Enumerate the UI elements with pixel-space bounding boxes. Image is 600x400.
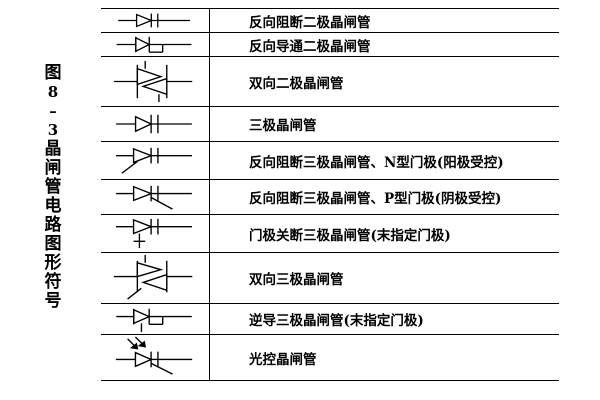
column-divider <box>209 9 210 32</box>
table-row: 门极关断三极晶闸管(末指定门极) <box>101 215 559 253</box>
bidirectional-diode-thyristor-icon <box>101 57 209 106</box>
table-row: 反向导通二极晶闸管 <box>101 33 559 57</box>
column-divider <box>209 180 210 214</box>
table-row: 反向阻断二极晶闸管 <box>101 8 559 33</box>
caption-char: 图 <box>44 63 62 83</box>
row-label: 门极关断三极晶闸管(末指定门极) <box>249 227 451 244</box>
caption-char: – <box>49 102 57 120</box>
column-divider <box>209 215 210 252</box>
caption-char: 号 <box>44 291 62 311</box>
table-row: 三极晶闸管 <box>101 107 559 142</box>
column-divider <box>209 142 210 179</box>
row-label: 反向阻断二极晶闸管 <box>249 14 371 31</box>
table-row: 双向三极晶闸管 <box>101 253 559 304</box>
symbol-table: 反向阻断二极晶闸管 反向导通二极晶闸管 <box>101 8 559 381</box>
row-label: 反向阻断三极晶闸管、P型门极(阴极受控) <box>249 191 502 207</box>
column-divider <box>209 33 210 56</box>
row-label: 三极晶闸管 <box>249 118 317 134</box>
caption-char: 电 <box>44 196 62 216</box>
column-divider <box>209 253 210 303</box>
row-label: 光控晶闸管 <box>249 351 317 368</box>
table-row: 逆导三极晶闸管(末指定门极) <box>101 304 559 335</box>
column-divider <box>209 57 210 106</box>
caption-char: 3 <box>47 121 59 139</box>
triode-thyristor-icon <box>101 107 209 141</box>
column-divider <box>209 107 210 141</box>
reverse-blocking-triode-thyristor-p-gate-icon <box>101 180 209 214</box>
reverse-blocking-triode-thyristor-n-gate-icon <box>101 142 209 179</box>
caption-char: 图 <box>44 234 62 254</box>
caption-char: 晶 <box>44 139 62 159</box>
row-label: 反向阻断三极晶闸管、N型门极(阳极受控) <box>249 154 504 171</box>
row-label: 双向二极晶闸管 <box>249 75 344 92</box>
table-row: 反向阻断三极晶闸管、P型门极(阴极受控) <box>101 180 559 215</box>
table-row: 双向二极晶闸管 <box>101 57 559 107</box>
caption-char: 闸 <box>44 158 62 178</box>
caption-char: 符 <box>44 272 62 292</box>
light-activated-thyristor-icon <box>101 335 209 380</box>
row-label: 逆导三极晶闸管(末指定门极) <box>249 313 424 329</box>
caption-char: 形 <box>44 253 62 273</box>
triac-icon <box>101 253 209 303</box>
table-row: 反向阻断三极晶闸管、N型门极(阳极受控) <box>101 142 559 180</box>
figure-caption: 图 8 – 3 晶 闸 管 电 路 图 形 符 号 <box>36 64 70 311</box>
reverse-conducting-triode-thyristor-icon <box>101 304 209 334</box>
reverse-conducting-diode-thyristor-icon <box>101 33 209 56</box>
reverse-blocking-diode-thyristor-icon <box>101 9 209 32</box>
column-divider <box>209 304 210 334</box>
caption-char: 管 <box>44 177 62 197</box>
table-row: 光控晶闸管 <box>101 335 559 381</box>
caption-char: 8 <box>47 83 59 101</box>
column-divider <box>209 335 210 380</box>
gate-turn-off-thyristor-icon <box>101 215 209 252</box>
row-label: 双向三极晶闸管 <box>249 272 344 288</box>
row-label: 反向导通二极晶闸管 <box>249 38 371 55</box>
caption-char: 路 <box>44 215 62 235</box>
